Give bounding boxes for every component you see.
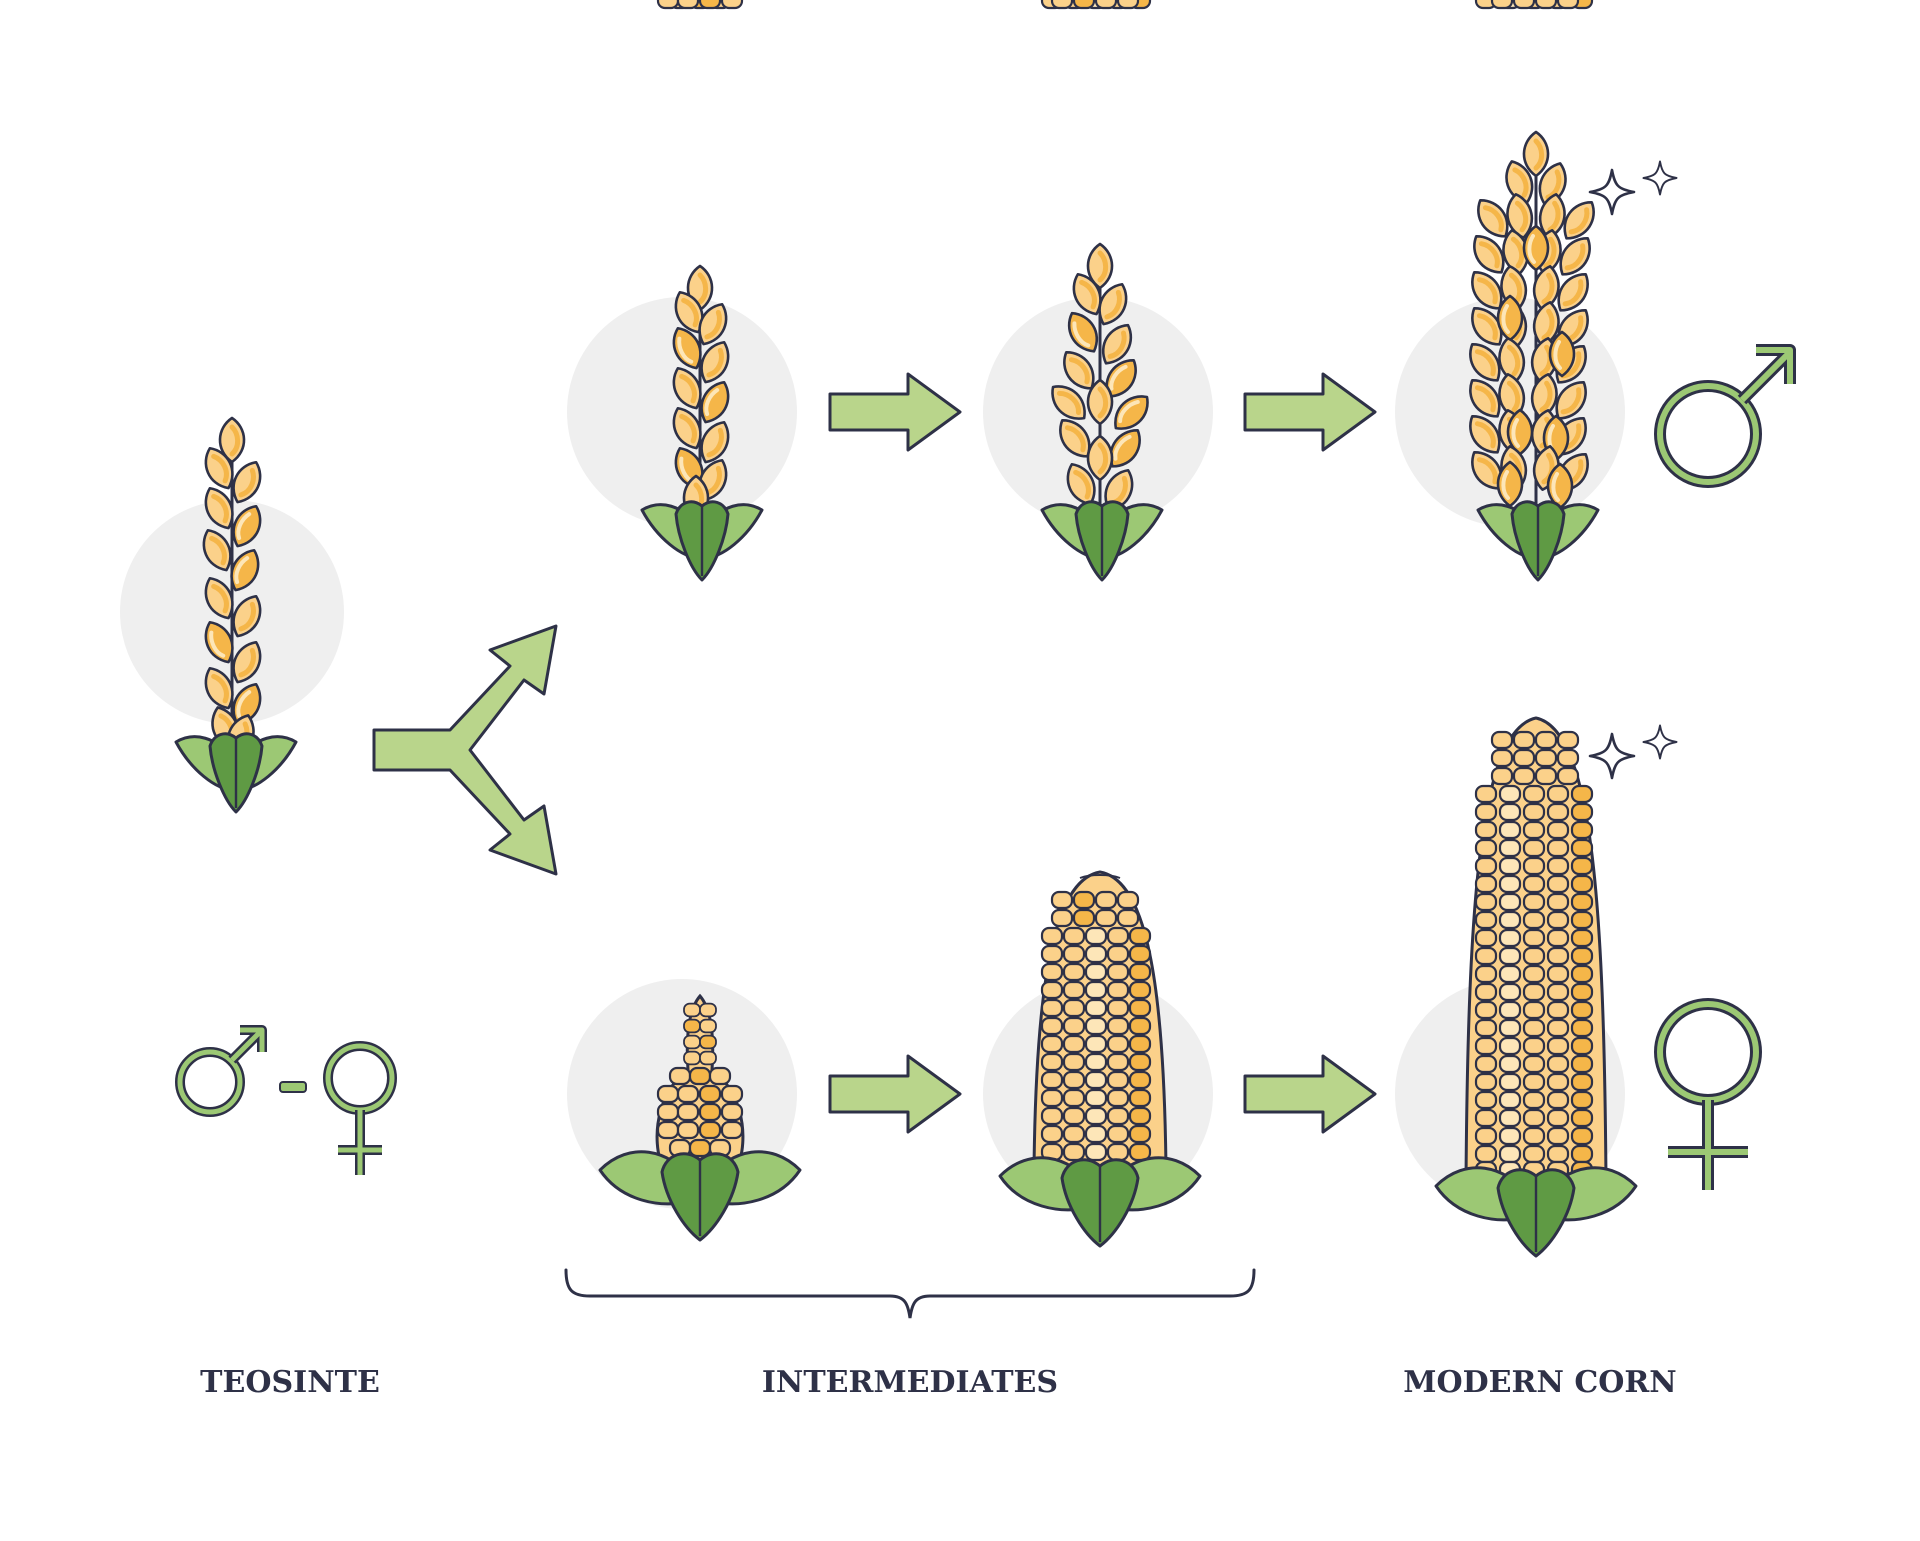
sparkle-icon [1588, 168, 1636, 216]
female-sign-icon [1654, 998, 1762, 1190]
right-arrow-icon [1243, 372, 1377, 452]
right-arrow-icon [828, 372, 962, 452]
male-stage1-spike [640, 266, 764, 582]
sparkle-icon [1642, 724, 1678, 760]
male-sign-icon [1654, 344, 1796, 488]
female-stage1-cob [598, 0, 802, 1242]
right-arrow-icon [828, 1054, 962, 1134]
male-stage2-spike [1040, 244, 1164, 582]
female-sign-icon [323, 1041, 397, 1175]
curly-brace-icon [564, 1268, 1256, 1319]
male-sign-icon [175, 1025, 267, 1117]
male-lineage-row [567, 132, 1796, 582]
female-lineage-row [567, 0, 1762, 1258]
label-teosinte: TEOSINTE [200, 1365, 380, 1400]
sparkle-icon [1588, 732, 1636, 780]
teosinte-group [120, 418, 397, 1175]
label-modern-corn: MODERN CORN [1403, 1365, 1676, 1400]
male-modern-tassel [1462, 132, 1601, 582]
branching-arrow-icon [372, 624, 558, 876]
label-intermediates: INTERMEDIATES [762, 1365, 1058, 1400]
sparkle-icon [1642, 160, 1678, 196]
teosinte-spike [174, 418, 298, 814]
female-modern-cob [1434, 0, 1638, 1258]
dash-icon [279, 1081, 307, 1093]
female-stage2-cob [998, 0, 1202, 1248]
right-arrow-icon [1243, 1054, 1377, 1134]
